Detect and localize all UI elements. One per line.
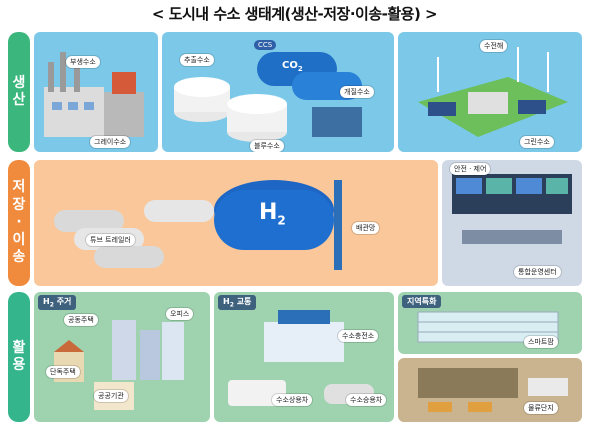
label-smartfarm: 스마트팜: [524, 336, 558, 348]
label-safety: 안전 · 제어: [450, 163, 491, 175]
panel-storage: 튜브 트레일러 H2 배관망: [34, 160, 438, 286]
band-production: 생 산: [8, 32, 30, 152]
label-grey: 그레이수소: [90, 136, 131, 148]
transport-title-text: 교통: [236, 297, 252, 306]
warehouse-illustration: [418, 368, 568, 412]
co2-text: CO: [282, 60, 298, 71]
panel-transport: H2 교통 수소충전소 수소상용차 수소승용차: [214, 292, 394, 422]
band-production-char: 생: [12, 74, 26, 91]
label-public: 공공기관: [94, 390, 128, 402]
label-extraction: 추출수소: [180, 54, 214, 66]
band-storage: 저 장 · 이 송: [8, 160, 30, 286]
transport-h: H: [223, 297, 230, 306]
housing-title-text: 주거: [56, 297, 72, 306]
h2-subscript: 2: [277, 213, 286, 228]
housing-sub: 2: [49, 301, 54, 309]
label-pipeline: 배관망: [352, 222, 380, 234]
band-usage-char: 용: [12, 357, 26, 373]
co2-subscript: 2: [297, 65, 303, 73]
special-title: 지역특화: [402, 295, 442, 308]
panel-logistics: 물류단지: [398, 358, 582, 422]
label-station: 수소충전소: [338, 330, 379, 342]
label-blue: 블루수소: [250, 140, 284, 152]
label-office: 오피스: [166, 308, 194, 320]
band-storage-char: 송: [12, 249, 26, 266]
label-logistics: 물류단지: [524, 402, 558, 414]
panel-ops-center: 안전 · 제어 통합운영센터: [442, 160, 582, 286]
label-reforming: 개질수소: [340, 86, 374, 98]
band-usage: 활 용: [8, 292, 30, 422]
label-bus: 수소상용차: [272, 394, 313, 406]
panel-byproduct: 부생수소 그레이수소: [34, 32, 158, 152]
co2-label: CO2: [282, 60, 303, 73]
band-storage-char: 저: [12, 179, 26, 196]
band-usage-char: 활: [12, 339, 26, 356]
band-storage-char: ·: [16, 214, 22, 231]
band-production-char: 산: [12, 92, 26, 108]
label-car: 수소승용차: [346, 394, 387, 406]
label-green: 그린수소: [520, 136, 554, 148]
label-ops-center: 통합운영센터: [514, 266, 561, 278]
wind-solar-illustration: [418, 47, 568, 137]
h2-text: H: [259, 200, 278, 225]
label-single-house: 단독주택: [46, 366, 80, 378]
label-water-electrolysis: 수전해: [480, 40, 508, 52]
band-storage-char: 장: [12, 196, 26, 213]
band-storage-char: 이: [12, 231, 26, 248]
panel-smartfarm: 지역특화 스마트팜: [398, 292, 582, 354]
control-room-illustration: [452, 174, 572, 244]
panel-housing: H2 주거 공동주택 오피스 단독주택 공공기관: [34, 292, 210, 422]
label-ccs: CCS: [254, 40, 277, 50]
h2-tank-label: H2: [259, 200, 286, 227]
panel-green: 수전해 그린수소: [398, 32, 582, 152]
transport-title: H2 교통: [218, 295, 257, 310]
label-tube-trailer: 튜브 트레일러: [86, 234, 135, 246]
label-apartment: 공동주택: [64, 314, 98, 326]
panel-extraction: 추출수소 CCS CO2 개질수소 블루수소: [162, 32, 394, 152]
housing-title: H2 주거: [38, 295, 77, 310]
page-title: < 도시내 수소 생태계(생산-저장·이송-활용) >: [151, 5, 438, 23]
greenhouse-illustration: [417, 311, 559, 343]
transport-sub: 2: [229, 301, 234, 309]
housing-h: H: [43, 297, 50, 306]
factory-illustration: [44, 52, 144, 137]
tanks-illustration: [174, 52, 362, 142]
label-byproduct: 부생수소: [66, 56, 100, 68]
transport-illustration: [228, 310, 374, 406]
